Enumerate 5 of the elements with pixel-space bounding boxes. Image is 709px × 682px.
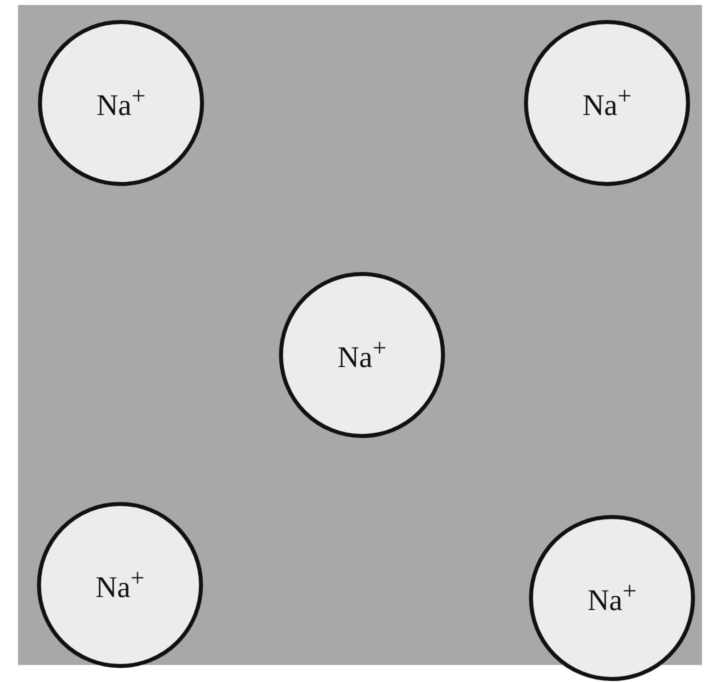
ion-label: Na$^{+}$ xyxy=(587,578,637,618)
ion-label: Na$^{+}$ xyxy=(582,83,632,123)
ion-label: Na$^{+}$ xyxy=(95,565,145,605)
ion-label: Na$^{+}$ xyxy=(96,83,146,123)
ion-label: Na$^{+}$ xyxy=(337,335,387,375)
